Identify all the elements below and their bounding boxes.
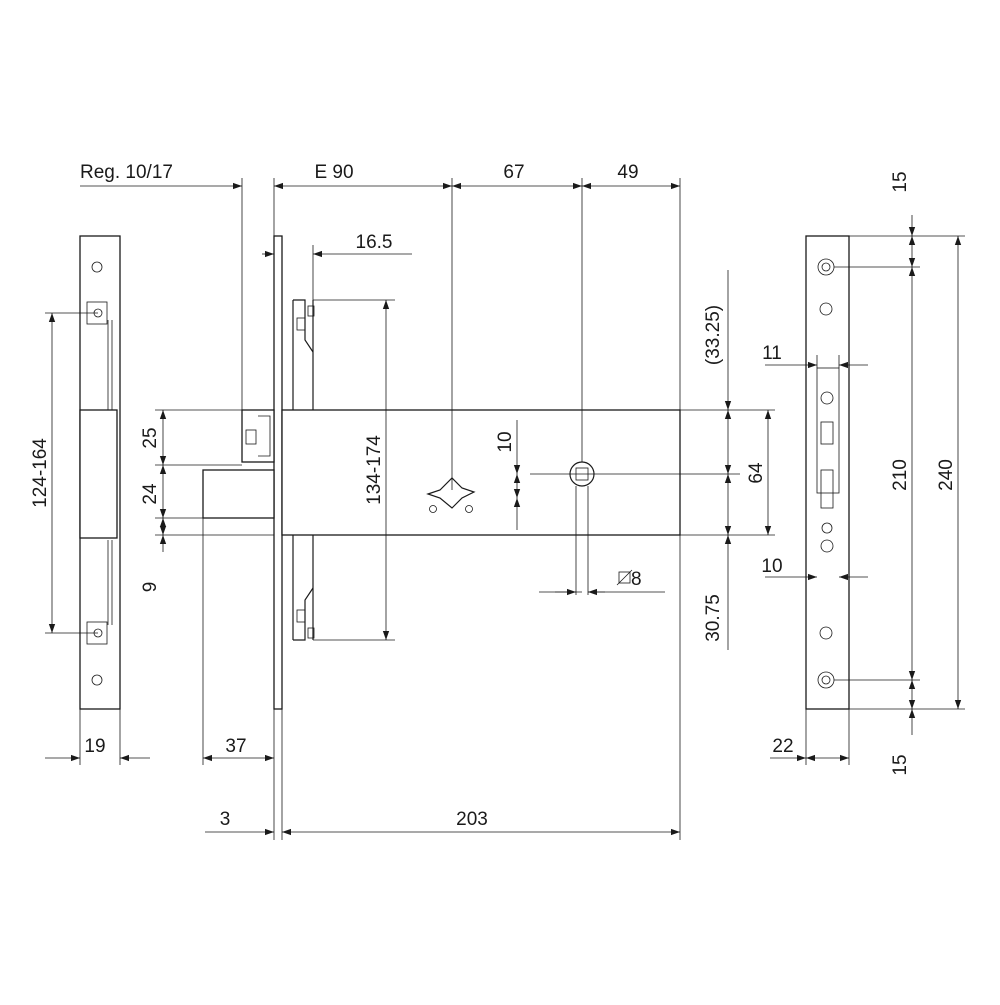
screw-hole-icon (91, 261, 103, 273)
latch-bolt (241, 409, 275, 463)
dim-10-center-label: 10 (495, 431, 516, 452)
diameter-symbol-icon (616, 569, 633, 586)
dim-19-label: 19 (84, 736, 105, 757)
dim-49-label: 49 (617, 162, 638, 183)
cylinder-hole-icon (465, 505, 473, 513)
front-plate (273, 235, 283, 710)
faceplate-body (805, 235, 850, 710)
dim-9-label: 9 (140, 582, 161, 593)
latch-opening (820, 421, 834, 445)
lock-case (281, 409, 681, 536)
bolt-opening (820, 469, 834, 509)
dim-210-label: 210 (890, 459, 911, 491)
screw-icon (820, 539, 834, 553)
dim-15-bottom-label: 15 (890, 754, 911, 775)
screw-hole-icon (819, 626, 833, 640)
dim-30-75-label: 30.75 (703, 594, 724, 642)
dim-124-164-label: 124-164 (30, 438, 51, 508)
faceplate-slot (816, 367, 840, 494)
dim-3-label: 3 (220, 809, 231, 830)
dim-22-label: 22 (772, 736, 793, 757)
screw-icon (820, 391, 834, 405)
dim-203-label: 203 (456, 809, 488, 830)
lock-body (202, 235, 681, 710)
top-bolt-head (293, 299, 314, 353)
dim-16-5-label: 16.5 (356, 232, 393, 253)
dim-11-label: 11 (762, 343, 782, 364)
cylinder-key-icon (426, 477, 476, 509)
strike-opening (79, 409, 118, 539)
dead-bolt (202, 469, 275, 519)
dim-134-174-label: 134-174 (364, 435, 385, 505)
left-strike-plate (79, 235, 121, 710)
dimension-labels: Reg. 10/17 E 90 67 49 16.5 15 124-164 25… (30, 162, 957, 830)
dim-25-label: 25 (140, 427, 161, 448)
dim-10-right-label: 10 (761, 556, 782, 577)
dim-24-label: 24 (140, 483, 161, 505)
dim-33-25-label: (33.25) (703, 305, 724, 365)
extension-lines (45, 178, 965, 840)
dim-8-label: 8 (631, 569, 642, 590)
screw-hole-icon (821, 522, 833, 534)
dimension-lines (45, 182, 962, 836)
screw-hole-icon (819, 302, 833, 316)
dim-64-label: 64 (746, 462, 767, 484)
bottom-bolt-head (293, 587, 314, 641)
dim-240-label: 240 (936, 459, 957, 491)
cylinder-hole-icon (429, 505, 437, 513)
dim-67-label: 67 (503, 162, 524, 183)
dim-reg-label: Reg. 10/17 (80, 162, 173, 183)
dim-15-top-label: 15 (890, 171, 911, 192)
dim-e90-label: E 90 (314, 162, 353, 183)
dim-37-label: 37 (225, 736, 246, 757)
screw-hole-icon (91, 674, 103, 686)
right-faceplate (805, 235, 850, 710)
